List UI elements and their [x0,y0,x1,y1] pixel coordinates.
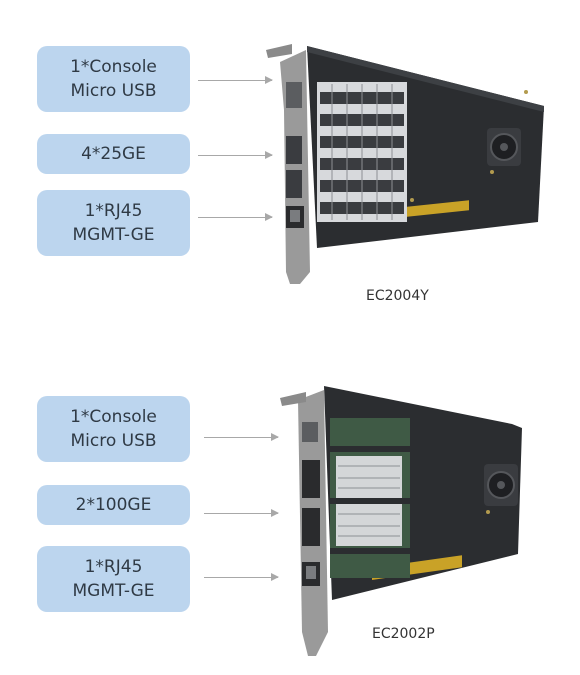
callout-console-usb: 1*Console Micro USB [37,396,190,462]
model-name: EC2004Y [366,288,429,304]
callout-line: 1*RJ45 [84,557,143,577]
pointer-arrow [198,76,273,84]
sfp-cage-icon [336,456,402,546]
callout-line: Micro USB [70,81,157,101]
callout-mgmt-port: 1*RJ45 MGMT-GE [37,190,190,256]
ec2002p-card-image [280,386,522,656]
callout-line: MGMT-GE [72,581,155,601]
callout-console-usb: 1*Console Micro USB [37,46,190,112]
callout-line: Micro USB [70,431,157,451]
pointer-arrow [204,433,279,441]
callout-line: 2*100GE [75,495,152,515]
callout-line: MGMT-GE [72,225,155,245]
pointer-arrow [204,573,279,581]
callout-network-ports: 2*100GE [37,485,190,525]
rj45-port-icon [302,562,320,586]
sfp-cage-icon [317,82,407,222]
callout-mgmt-port: 1*RJ45 MGMT-GE [37,546,190,612]
pointer-arrow [198,151,273,159]
callout-line: 1*Console [70,407,157,427]
callout-network-ports: 4*25GE [37,134,190,174]
callout-line: 4*25GE [81,144,146,164]
rj45-port-icon [286,206,304,228]
pointer-arrow [198,213,273,221]
ec2004y-card-image [266,44,544,284]
pointer-arrow [204,509,279,517]
callout-line: 1*Console [70,57,157,77]
fan-icon [487,128,521,166]
callout-line: 1*RJ45 [84,201,143,221]
fan-icon [484,464,518,506]
model-name: EC2002P [372,626,435,642]
